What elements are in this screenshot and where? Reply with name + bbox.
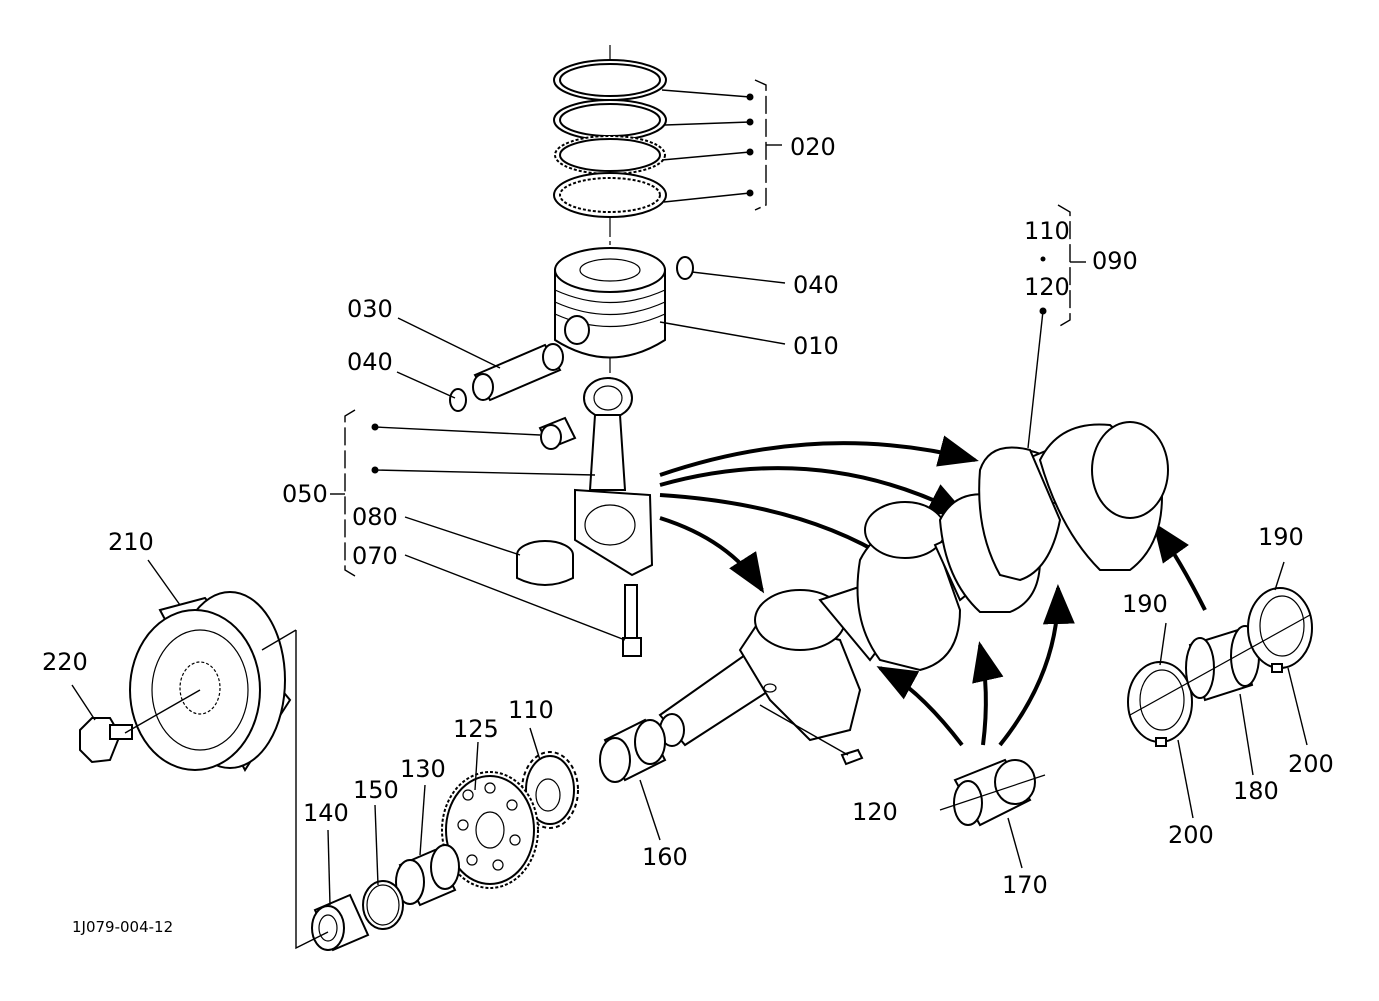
label-050: 050 [282, 480, 328, 508]
snap-ring-upper [676, 256, 694, 280]
leader-090 [1027, 204, 1086, 449]
leader-020 [661, 79, 782, 211]
label-190-left: 190 [1122, 590, 1168, 618]
label-020: 020 [790, 133, 836, 161]
crank-pin-bearing [516, 540, 574, 586]
label-010: 010 [793, 332, 839, 360]
label-120-kit: 120 [1024, 273, 1070, 301]
label-140: 140 [303, 799, 349, 827]
label-160: 160 [642, 843, 688, 871]
rear-main-bearing [1185, 625, 1260, 702]
o-ring-150 [362, 880, 404, 930]
crank-gear-bush-160 [599, 718, 667, 783]
part-labels: 020 110 090 120 040 030 010 040 050 080 … [42, 133, 1334, 936]
label-210: 210 [108, 528, 154, 556]
piston-pin [472, 343, 564, 402]
label-170: 170 [1002, 871, 1048, 899]
drawing-code: 1J079-004-12 [72, 918, 173, 936]
snap-ring-lower [449, 388, 467, 412]
bushing-130 [395, 844, 460, 907]
piston [554, 247, 666, 359]
label-110: 110 [508, 696, 554, 724]
thrust-washer-left [1127, 661, 1193, 747]
piston-rings [553, 45, 667, 380]
label-190-right: 190 [1258, 523, 1304, 551]
idle-gear-125 [441, 771, 539, 889]
label-040-upper: 040 [793, 271, 839, 299]
oil-seal-140 [311, 893, 370, 952]
woodruff-key [840, 748, 864, 766]
crankshaft-pulley [129, 591, 292, 772]
label-130: 130 [400, 755, 446, 783]
label-040-lower: 040 [347, 348, 393, 376]
pulley-bolt [79, 717, 133, 764]
leader-050 [330, 409, 596, 577]
label-150: 150 [353, 776, 399, 804]
label-080: 080 [352, 503, 398, 531]
label-125: 125 [453, 715, 499, 743]
label-120: 120 [852, 798, 898, 826]
label-220: 220 [42, 648, 88, 676]
crank-gear-110 [521, 751, 579, 829]
thrust-washer-right [1247, 587, 1313, 673]
label-200-right: 200 [1288, 750, 1334, 778]
label-030: 030 [347, 295, 393, 323]
label-070: 070 [352, 542, 398, 570]
small-end-bush [538, 416, 577, 450]
label-090: 090 [1092, 247, 1138, 275]
label-200-left: 200 [1168, 821, 1214, 849]
main-bearing-170 [939, 758, 1046, 827]
connecting-rod [574, 377, 654, 657]
assembly-arrows [659, 435, 1207, 747]
label-110-kit: 110 [1024, 217, 1070, 245]
crankshaft [658, 421, 1169, 747]
label-180: 180 [1233, 777, 1279, 805]
